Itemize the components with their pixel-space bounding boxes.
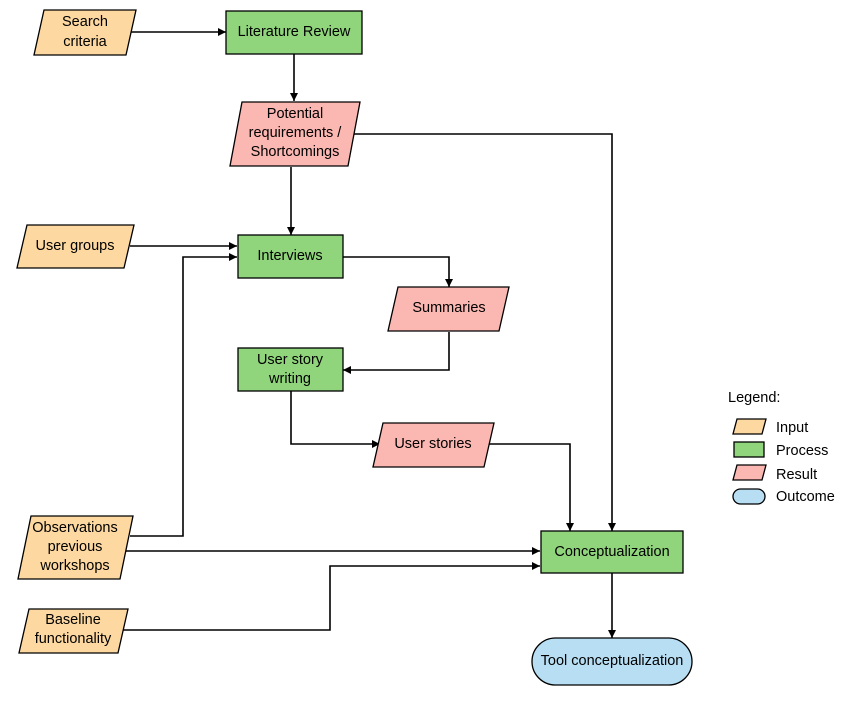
search-criteria-line-1: Search xyxy=(62,14,108,30)
potential-line-2: requirements / xyxy=(249,125,343,141)
potential-line-3: Shortcomings xyxy=(251,144,340,160)
legend: Legend: Input Process Result Outcome xyxy=(728,390,835,505)
user-story-writing-line-2: writing xyxy=(268,371,311,387)
edge-userstorywriting-to-userstories xyxy=(290,391,380,448)
node-tool-conceptualization: Tool conceptualization xyxy=(531,637,693,686)
node-literature-review: Literature Review xyxy=(225,10,363,55)
legend-process-label: Process xyxy=(776,443,828,459)
user-story-writing-line-1: User story xyxy=(257,352,324,368)
observations-line-3: workshops xyxy=(39,558,109,574)
edges xyxy=(123,28,616,638)
tool-conceptualization-label: Tool conceptualization xyxy=(541,653,684,669)
node-user-stories: User stories xyxy=(372,422,495,468)
legend-process-swatch xyxy=(733,441,765,458)
node-conceptualization: Conceptualization xyxy=(540,530,684,574)
edge-userstories-to-conceptualization xyxy=(485,443,574,531)
legend-outcome-label: Outcome xyxy=(776,489,835,505)
node-observations: Observations previous workshops xyxy=(17,515,134,580)
literature-review-label: Literature Review xyxy=(238,24,351,40)
baseline-line-1: Baseline xyxy=(45,612,101,628)
observations-line-1: Observations xyxy=(32,520,117,536)
node-user-groups: User groups xyxy=(16,224,135,269)
node-baseline-functionality: Baseline functionality xyxy=(18,608,129,654)
conceptualization-label: Conceptualization xyxy=(554,544,669,560)
node-potential-requirements: Potential requirements / Shortcomings xyxy=(229,101,361,167)
legend-result-swatch xyxy=(732,464,767,481)
node-summaries: Summaries xyxy=(387,286,510,332)
edge-observations-to-interviews xyxy=(130,253,237,537)
summaries-label: Summaries xyxy=(412,300,485,316)
baseline-line-2: functionality xyxy=(35,631,112,647)
potential-line-1: Potential xyxy=(267,106,323,122)
node-interviews: Interviews xyxy=(237,234,344,279)
edge-baseline-to-conceptualization xyxy=(123,562,540,631)
legend-title: Legend: xyxy=(728,390,780,406)
node-search-criteria: Search criteria xyxy=(33,9,137,56)
legend-input-swatch xyxy=(732,418,767,435)
observations-line-2: previous xyxy=(48,539,103,555)
legend-result-label: Result xyxy=(776,467,817,483)
node-user-story-writing: User story writing xyxy=(237,347,344,392)
legend-outcome-swatch xyxy=(732,488,766,505)
edge-potential-to-conceptualization xyxy=(352,133,616,531)
edge-interviews-to-summaries xyxy=(343,256,453,287)
edge-summaries-to-userstorywriting xyxy=(343,332,450,374)
user-groups-label: User groups xyxy=(36,238,115,254)
search-criteria-line-2: criteria xyxy=(63,34,107,50)
user-stories-label: User stories xyxy=(394,436,471,452)
legend-input-label: Input xyxy=(776,420,808,436)
interviews-label: Interviews xyxy=(257,248,322,264)
